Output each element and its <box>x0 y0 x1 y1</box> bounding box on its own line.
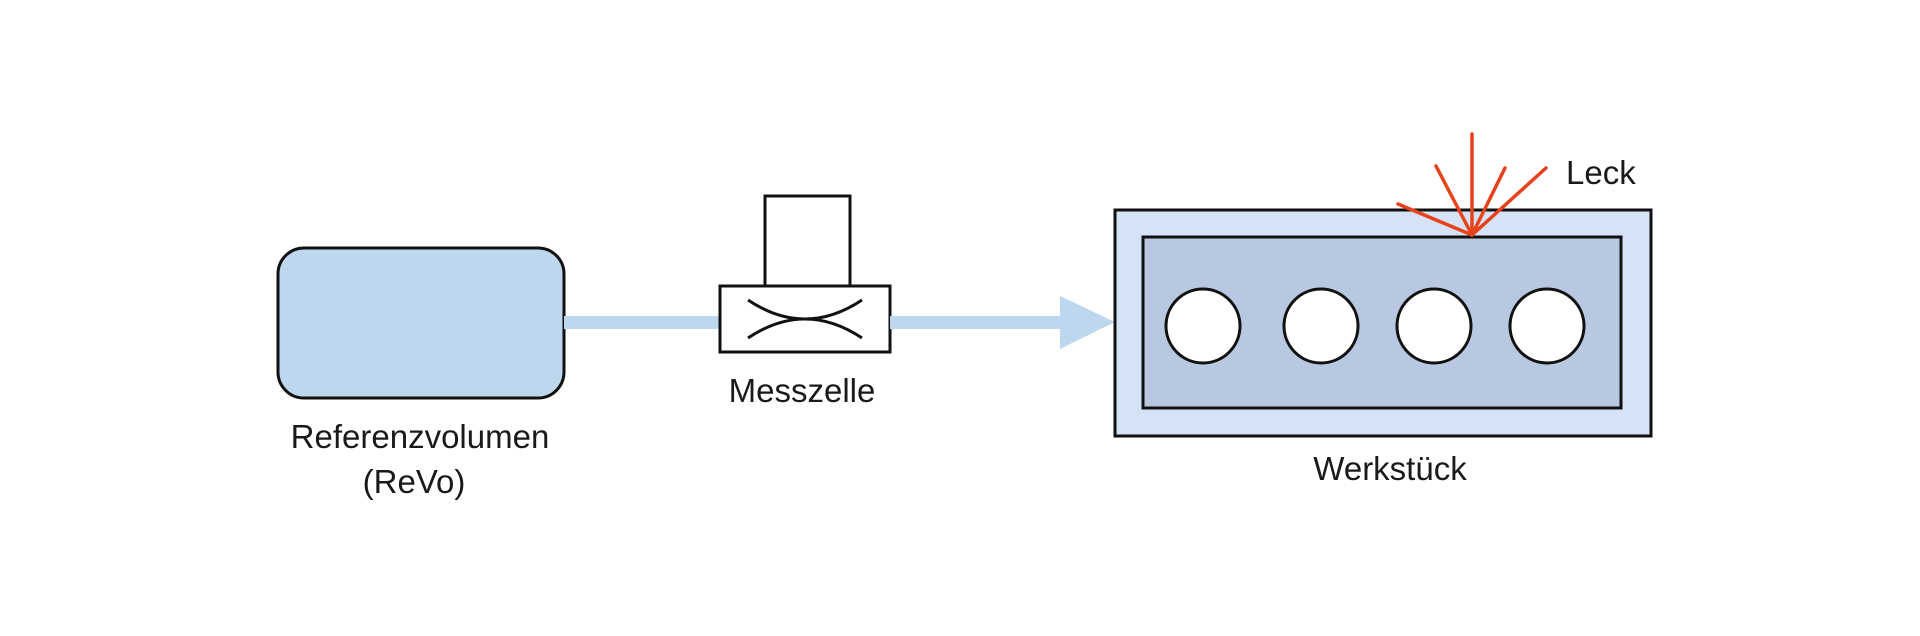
werkstueck-label: Werkstück <box>1313 450 1467 487</box>
measuring-cell-sensor-head <box>763 194 852 288</box>
workpiece-hole <box>1508 287 1586 365</box>
leck-label: Leck <box>1566 154 1636 191</box>
measuring-cell <box>718 194 892 354</box>
referenzvolumen-label: Referenzvolumen <box>290 418 550 455</box>
measuring-cell-throttle-icon <box>747 298 863 340</box>
messzelle-label: Messzelle <box>728 372 876 409</box>
flow-arrow-head <box>1060 296 1115 349</box>
flow-line-right <box>890 316 1062 329</box>
revo-abbreviation-label: (ReVo) <box>362 463 466 500</box>
workpiece <box>1113 208 1653 438</box>
reference-volume-tank <box>276 246 566 400</box>
workpiece-hole <box>1282 287 1360 365</box>
workpiece-hole <box>1395 287 1473 365</box>
flow-line-left <box>564 316 720 329</box>
leak-rays-icon <box>1396 132 1548 237</box>
workpiece-hole <box>1164 287 1242 365</box>
